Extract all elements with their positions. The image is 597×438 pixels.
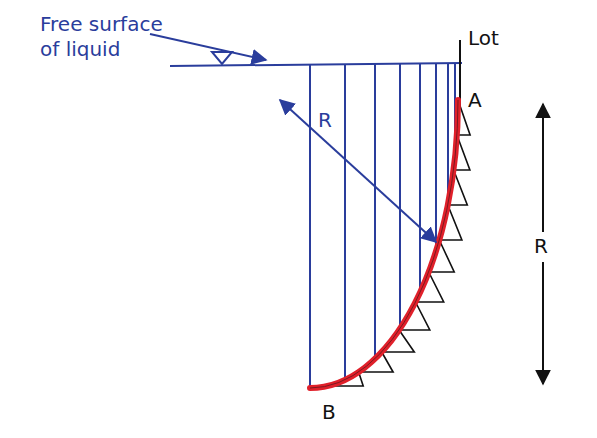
- pressure-distribution: [327, 100, 470, 386]
- column-line: [447, 63, 449, 204]
- leader-line: [150, 34, 266, 60]
- column-line: [399, 64, 401, 329]
- free-surface-line: [170, 63, 462, 66]
- column-line: [309, 65, 311, 388]
- dimension-line: [542, 262, 544, 384]
- free-surface-symbol: [212, 52, 232, 64]
- column-line: [435, 63, 437, 251]
- free-surface-label: Free surface of liquid: [40, 12, 180, 62]
- radius-arrow: [280, 100, 436, 242]
- curved-surface-edge: [310, 100, 458, 388]
- wall-label: Lot: [468, 26, 499, 51]
- dimension-label: R: [534, 234, 548, 259]
- dimension-line: [542, 104, 544, 232]
- curved-surface: [310, 100, 458, 388]
- liquid-column-lines: [310, 63, 455, 388]
- point-label: B: [322, 400, 336, 425]
- point-label: A: [468, 88, 482, 113]
- column-line: [344, 64, 346, 380]
- radius-label: R: [318, 108, 332, 133]
- column-line: [374, 64, 376, 359]
- column-line: [419, 63, 421, 292]
